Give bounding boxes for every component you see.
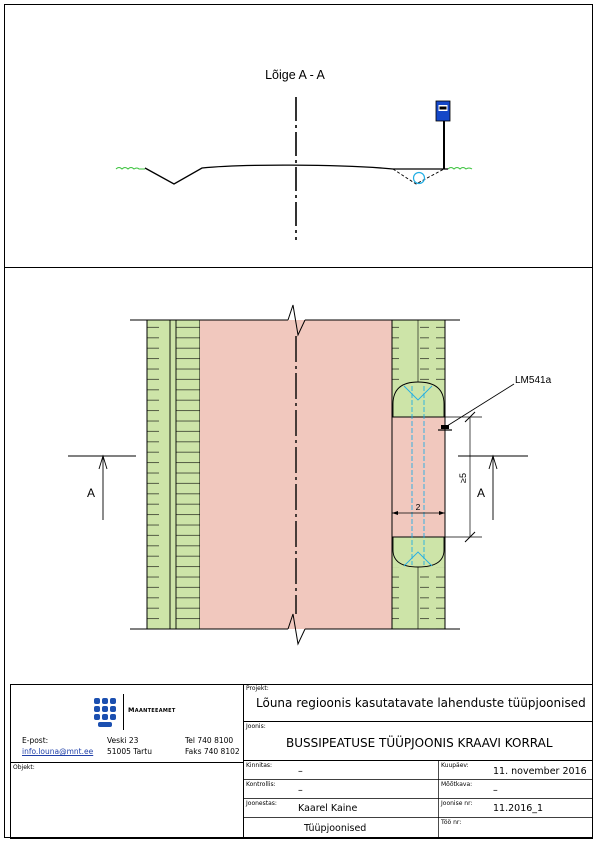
sign-label: LM541a [515, 375, 552, 386]
ditch-dashed [392, 168, 445, 185]
cut-right-arrow [488, 454, 498, 470]
grass-right [447, 167, 473, 170]
plan-view: LM541a ≥5 2 A A [68, 304, 552, 646]
title-block: Maanteeamet E-post: info.louna@mnt.ee Ve… [10, 684, 593, 839]
culvert-pipe-circle [412, 171, 426, 185]
email-label: E-post: [22, 736, 49, 745]
object-label: Objekt: [13, 764, 35, 771]
logo: Maanteeamet [92, 694, 204, 730]
cut-right-label: A [477, 486, 485, 500]
project-label: Projekt: [246, 685, 269, 692]
section-title: Lõige A - A [265, 68, 325, 82]
ground-profile [144, 164, 448, 185]
cut-left-label: A [87, 486, 95, 500]
phone: Tel 740 8100 [185, 736, 234, 745]
culvert-inlet-bottom [403, 551, 433, 567]
email-link[interactable]: info.louna@mnt.ee [22, 747, 94, 756]
address-city: 51005 Tartu [107, 747, 152, 756]
dim-width-arrow-left [392, 511, 398, 515]
drawing-value: BUSSIPEATUSE TÜÜPJOONIS KRAAVI KORRAL [286, 736, 553, 750]
scale-value: – [493, 785, 498, 796]
title-block-outer [10, 684, 593, 839]
fax: Faks 740 8102 [185, 747, 240, 756]
grass-left [115, 167, 145, 170]
bus-pad [392, 417, 445, 537]
stage-value: Tüüpjoonised [304, 823, 367, 834]
dim-length-tick-top [464, 411, 476, 423]
checked-label: Kontrollis: [246, 781, 276, 788]
org-name: Maanteeamet [128, 706, 176, 714]
verge-left-ticks-a [147, 320, 159, 629]
logo-emblem-icon [94, 698, 116, 727]
drawn-label: Joonestas: [246, 800, 277, 807]
address-street: Veski 23 [107, 736, 139, 745]
verge-left-ticks-b [176, 320, 200, 629]
dim-length-label: ≥5 [458, 473, 468, 483]
drawn-value: Kaarel Kaine [298, 803, 358, 814]
dim-width-arrow-right [439, 511, 445, 515]
date-value: 11. november 2016 [493, 766, 587, 777]
bus-stop-sign-bus [439, 106, 447, 110]
scale-label: Mõõtkava: [441, 781, 473, 788]
cut-left-arrow [98, 454, 108, 470]
drawing-label: Joonis: [246, 723, 266, 730]
date-label: Kuupäev: [441, 762, 469, 769]
number-value: 11.2016_1 [493, 803, 544, 814]
verge-right-ticks-bottom-b [436, 567, 445, 629]
checked-value: – [298, 785, 303, 796]
dim-length-tick-bottom [464, 531, 476, 543]
title-block-grid [10, 684, 593, 839]
number-label: Joonise nr: [441, 800, 473, 807]
sign-leader-line [446, 383, 515, 427]
sign-plan-icon [441, 425, 449, 429]
break-line-top [287, 304, 306, 337]
verge-right-ticks-top-b [436, 320, 445, 382]
dim-width-label: 2 [416, 502, 421, 512]
sheet-frame [4, 4, 593, 838]
stage-label: Töö nr: [441, 819, 462, 826]
cross-section: Lõige A - A [115, 68, 473, 240]
break-line-bottom [287, 613, 306, 646]
logo-divider [123, 694, 124, 730]
approved-label: Kinnitas: [246, 762, 273, 769]
approved-value: – [298, 766, 303, 777]
culvert-inlet-top [403, 385, 433, 401]
project-value: Lõuna regioonis kasutatavate lahenduste … [256, 696, 586, 710]
